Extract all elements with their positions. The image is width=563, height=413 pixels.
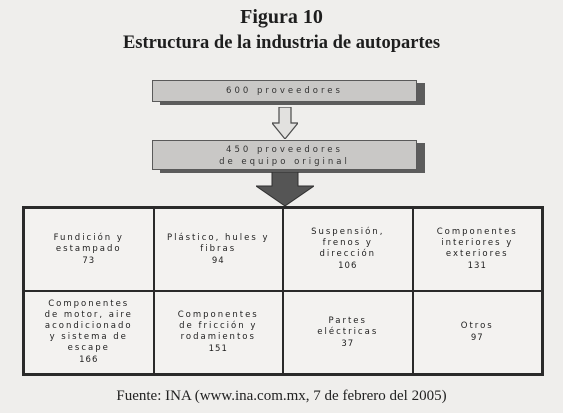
category-supplier-count: 94: [211, 255, 225, 266]
category-label-line: escape: [67, 343, 110, 353]
category-label-line: estampado: [55, 243, 122, 254]
oem-suppliers-box: 450 proveedores de equipo original: [152, 140, 417, 170]
category-supplier-count: 166: [79, 355, 99, 365]
category-label-line: Componentes: [177, 310, 259, 320]
category-label-line: Partes: [328, 315, 367, 326]
down-arrow-icon: [256, 172, 314, 206]
category-supplier-count: 131: [467, 261, 487, 271]
category-supplier-count: 151: [208, 344, 228, 354]
category-label-line: rodamientos: [180, 332, 256, 342]
category-label-line: acondicionado: [44, 321, 133, 331]
category-label-line: Otros: [460, 321, 494, 331]
category-label-line: de motor, aire: [44, 310, 133, 320]
category-label-line: Suspensión,: [311, 227, 385, 237]
category-label-line: eléctricas: [317, 326, 379, 337]
suppliers-total-label: 600 proveedores: [226, 86, 343, 96]
figure-title: Estructura de la industria de autopartes: [122, 33, 441, 53]
category-label-line: y sistema de: [49, 332, 128, 342]
category-supplier-count: 97: [470, 333, 484, 343]
category-label-line: fibras: [200, 243, 237, 254]
category-label-line: Fundición y: [53, 232, 124, 243]
category-label-line: frenos y: [322, 238, 373, 248]
figure-number: Figura 10: [240, 6, 323, 28]
source-note: Fuente: INA (www.ina.com.mx, 7 de febrer…: [116, 388, 447, 404]
category-supplier-count: 37: [341, 338, 355, 349]
category-label-line: interiores y: [441, 238, 514, 248]
down-arrow-icon: [272, 107, 298, 139]
category-label-line: de fricción y: [179, 321, 258, 331]
category-supplier-count: 73: [82, 255, 96, 266]
suppliers-total-box: 600 proveedores: [152, 80, 417, 102]
category-label-line: exteriores: [445, 249, 509, 259]
oem-suppliers-line2: de equipo original: [219, 157, 350, 167]
category-label-line: Componentes: [436, 227, 518, 237]
category-label-line: Componentes: [48, 299, 130, 309]
oem-suppliers-line1: 450 proveedores: [226, 145, 343, 155]
category-supplier-count: 106: [338, 261, 358, 271]
category-label-line: Plástico, hules y: [166, 232, 270, 243]
category-cell: Otros 97: [412, 291, 542, 374]
category-label-line: dirección: [319, 249, 377, 259]
